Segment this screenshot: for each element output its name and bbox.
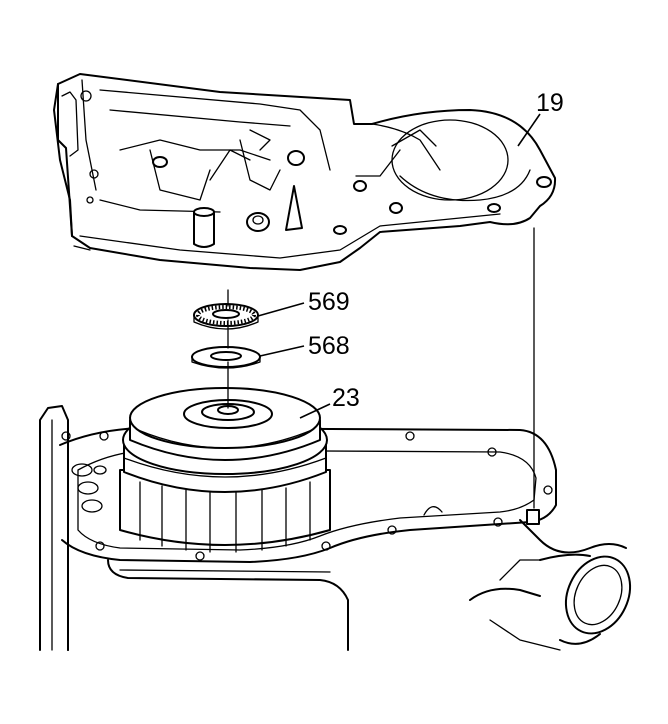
thrust-washer-568 xyxy=(191,346,261,369)
leader-23 xyxy=(299,403,331,419)
housing-splines xyxy=(139,481,311,553)
outlet-port xyxy=(539,553,632,645)
callout-569: 569 xyxy=(308,288,350,316)
thrust-bearing-569 xyxy=(193,303,259,330)
callout-23: 23 xyxy=(332,384,360,412)
cover-bosses xyxy=(152,150,552,248)
case-cover xyxy=(53,73,557,271)
dowel-pin xyxy=(526,509,540,525)
leader-568 xyxy=(259,345,305,357)
leader-19 xyxy=(517,113,541,147)
case-ports xyxy=(71,463,107,513)
flange-bolt-holes xyxy=(61,431,553,561)
callout-19: 19 xyxy=(536,89,564,117)
leader-569 xyxy=(257,302,305,317)
clutch-assembly xyxy=(119,387,331,553)
callout-568: 568 xyxy=(308,332,350,360)
